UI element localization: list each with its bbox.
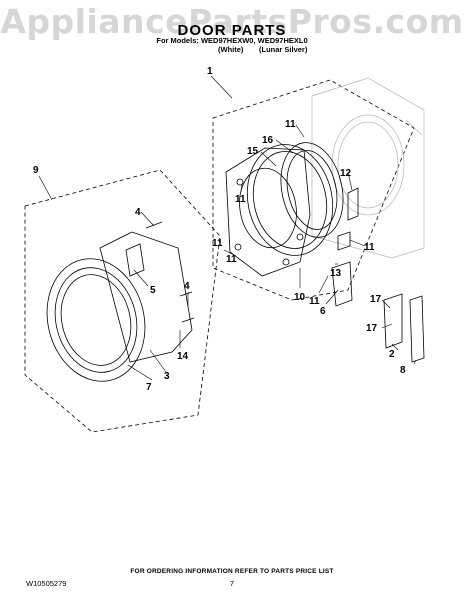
callout-label: 11 [285,119,296,130]
assembly-box-9 [24,169,221,433]
callout-label: 4 [135,207,141,218]
page-number: 7 [229,579,235,588]
color-silver-label: (Lunar Silver) [259,45,308,54]
ordering-info-note: FOR ORDERING INFORMATION REFER TO PARTS … [130,568,334,575]
callout-label: 16 [262,135,274,146]
callout-label: 2 [389,349,395,360]
callout-label: 12 [340,168,352,179]
callout-label: 11 [309,296,320,307]
callout-label: 3 [164,371,170,382]
callout-label: 6 [320,306,326,317]
callout-label: 11 [212,238,223,249]
callout-label: 5 [150,285,156,296]
callout-label: 10 [294,292,306,303]
leader-lines [38,75,417,381]
callout-label: 7 [146,382,152,393]
callout-label: 9 [33,165,39,176]
callout-label: 11 [226,254,237,265]
callout-label: 17 [366,323,378,334]
callout-label: 17 [370,294,382,305]
color-white-label: (White) [218,45,244,54]
callout-numbers: 1 2 3 4 4 5 6 7 8 9 10 11 11 11 11 11 11… [33,66,406,393]
callout-label: 8 [400,365,406,376]
document-number: W10505279 [26,579,67,588]
callout-label: 11 [364,242,375,253]
assembly-box-1 [212,79,415,301]
inner-door-panel [225,147,311,277]
cabinet-front [311,77,425,259]
hinge-parts [331,187,425,363]
callout-label: 13 [330,268,342,279]
watermark-text: AppliancePartsPros.com [0,2,464,41]
callout-label: 1 [207,66,213,77]
page-title: DOOR PARTS [177,22,287,39]
callout-label: 15 [247,146,259,157]
callout-label: 11 [235,194,246,205]
outer-door-assembly [46,221,195,382]
callout-label: 14 [177,351,189,362]
callout-label: 4 [184,281,190,292]
models-line: For Models: WED97HEXW0, WED97HEXL0 [156,36,308,45]
